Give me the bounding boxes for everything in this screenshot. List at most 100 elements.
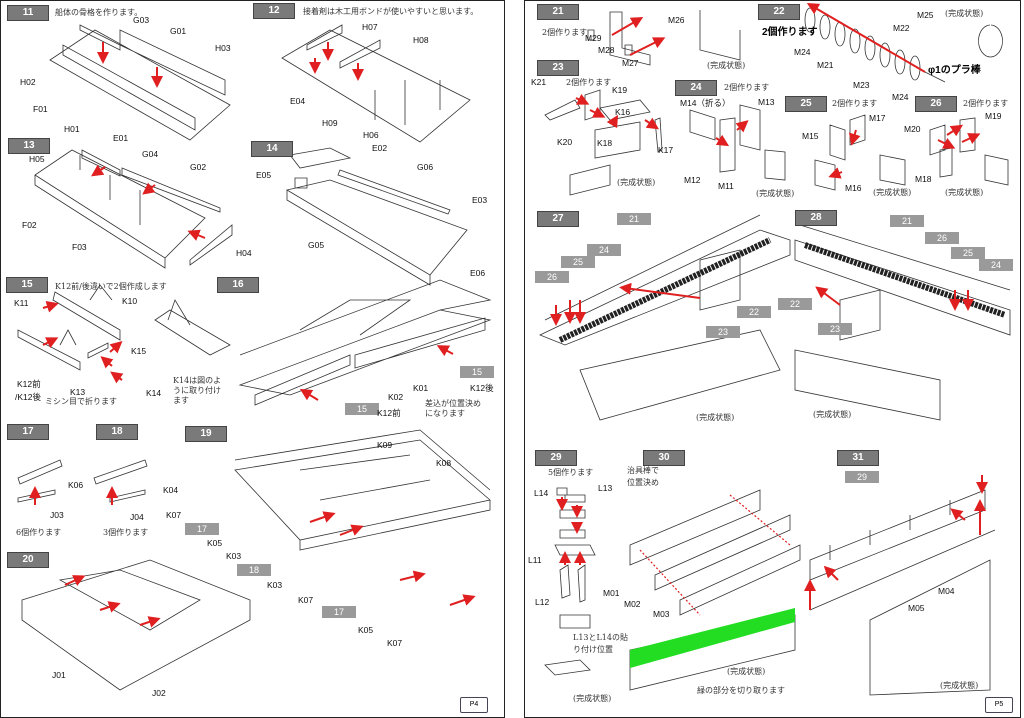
part-label: K07 [166, 510, 182, 520]
complete-label: (完成状態) [813, 410, 852, 419]
qty-note: 2個作ります [832, 99, 878, 108]
step-ref-badge: 26 [925, 232, 959, 244]
part-label: M04 [938, 586, 955, 596]
part-label: K10 [122, 296, 138, 306]
step-ref-badge: 25 [561, 256, 595, 268]
step-12-badge: 12 [253, 3, 295, 19]
part-label: M29 [585, 33, 602, 43]
cut-note: 緑の部分を切り取ります [697, 686, 785, 695]
part-label: M14（折る） [680, 98, 731, 108]
step-14-badge: 14 [251, 141, 293, 157]
part-label: K09 [377, 440, 393, 450]
page-number: P5 [985, 697, 1013, 713]
step-29-badge: 29 [535, 450, 577, 466]
step-ref-badge: 21 [890, 215, 924, 227]
part-label: K21 [531, 77, 547, 87]
step-11-note: 船体の骨格を作ります。 [55, 8, 143, 17]
step-ref-badge: 26 [535, 271, 569, 283]
part-label: M01 [603, 588, 620, 598]
step-ref-badge: 17 [322, 606, 356, 618]
part-label: G04 [142, 149, 159, 159]
step-ref-badge: 24 [587, 244, 621, 256]
step-13-badge: 13 [8, 138, 50, 154]
step-ref-badge: 15 [345, 403, 379, 415]
qty-note: 6個作ります [16, 528, 62, 537]
part-label: K16 [615, 107, 631, 117]
part-label: J01 [52, 670, 66, 680]
step-26-badge: 26 [915, 96, 957, 112]
step-21-badge: 21 [537, 4, 579, 20]
step-27-badge: 27 [537, 211, 579, 227]
complete-label: (完成状態) [945, 9, 984, 18]
part-label: E06 [470, 268, 486, 278]
complete-label: (完成状態) [573, 694, 612, 703]
part-label: M21 [817, 60, 834, 70]
part-label: K12前 [377, 408, 401, 418]
cut-region [630, 608, 795, 668]
part-label: G03 [133, 15, 150, 25]
part-label: K20 [557, 137, 573, 147]
position-note: L13とL14の貼 [573, 633, 628, 642]
part-label: K17 [658, 145, 674, 155]
part-label: M22 [893, 23, 910, 33]
part-label: M18 [915, 174, 932, 184]
part-label: E04 [290, 96, 306, 106]
fold-note: ミシン目で折ります [45, 397, 117, 406]
step-ref-badge: 23 [818, 323, 852, 335]
part-label: K19 [612, 85, 628, 95]
part-label: G06 [417, 162, 434, 172]
part-label: M26 [668, 15, 685, 25]
part-label: E05 [256, 170, 272, 180]
step-24-badge: 24 [675, 80, 717, 96]
part-label: F01 [33, 104, 48, 114]
step-28-badge: 28 [795, 210, 837, 226]
part-label: M23 [853, 80, 870, 90]
part-label: H07 [362, 22, 378, 32]
part-label: K14 [146, 388, 162, 398]
part-label: L12 [535, 597, 550, 607]
qty-note: 2個作ります [566, 78, 612, 87]
complete-label: (完成状態) [696, 413, 735, 422]
part-label: H03 [215, 43, 231, 53]
qty-note: 2個作ります [542, 28, 588, 37]
step-16-badge: 16 [217, 277, 259, 293]
jig-note: 治具棒で [627, 466, 659, 475]
step-19-badge: 19 [185, 426, 227, 442]
qty-note: 2個作ります [762, 27, 818, 38]
step-20-badge: 20 [7, 552, 49, 568]
part-label: K04 [163, 485, 179, 495]
part-label: H08 [413, 35, 429, 45]
part-label: K03 [226, 551, 242, 561]
step-ref-badge: 21 [617, 213, 651, 225]
part-label: /K12後 [15, 392, 41, 402]
part-label: K12後 [470, 383, 494, 393]
part-label: G02 [190, 162, 207, 172]
part-label: M15 [802, 131, 819, 141]
part-label: E02 [372, 143, 388, 153]
complete-label: (完成状態) [617, 178, 656, 187]
part-label: M03 [653, 609, 670, 619]
qty-note: 2個作ります [963, 99, 1009, 108]
step-15-badge: 15 [6, 277, 48, 293]
instruction-page-4 [0, 0, 505, 718]
step-ref-badge: 22 [737, 306, 771, 318]
step-23-badge: 23 [537, 60, 579, 76]
part-label: K02 [388, 392, 404, 402]
complete-label: (完成状態) [756, 189, 795, 198]
part-label: K05 [207, 538, 223, 548]
insert-note: 差込が位置決め [425, 399, 481, 408]
step-11-badge: 11 [7, 5, 49, 21]
part-label: K15 [131, 346, 147, 356]
part-label: H01 [64, 124, 80, 134]
part-label: E03 [472, 195, 488, 205]
part-label: H04 [236, 248, 252, 258]
part-label: G05 [308, 240, 325, 250]
step-ref-badge: 25 [951, 247, 985, 259]
step-31-badge: 31 [837, 450, 879, 466]
jig-note: 位置決め [627, 478, 659, 487]
part-label: E01 [113, 133, 129, 143]
part-label: H06 [363, 130, 379, 140]
complete-label: (完成状態) [945, 188, 984, 197]
part-label: H09 [322, 118, 338, 128]
